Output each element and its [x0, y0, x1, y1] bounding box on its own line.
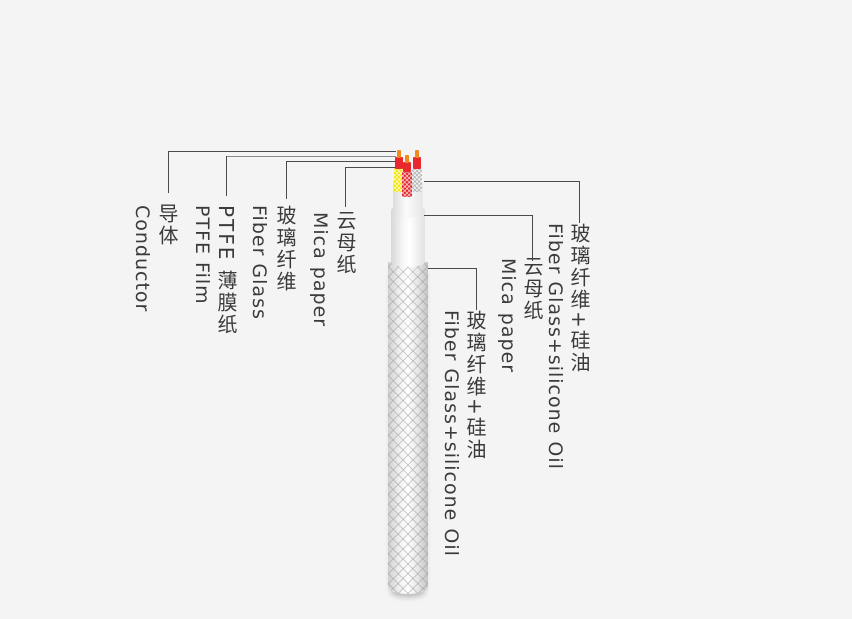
core-ptfe-film [395, 157, 403, 169]
label-inner-fiberglass-en: Fiber Glass+silicone Oil [544, 223, 566, 470]
leader-line-outer-fiberglass-drop [476, 268, 477, 310]
label-inner-fiberglass-cn: 玻璃纤维+硅油 [567, 223, 591, 374]
leader-line-fiberglass-drop [286, 161, 287, 199]
leader-line-conductor-drop [168, 151, 169, 193]
core-conductor [405, 155, 409, 163]
core-yellow [394, 150, 404, 192]
label-fiberglass-en: Fiber Glass [248, 205, 270, 320]
core-red [402, 155, 412, 197]
leader-line-conductor [168, 151, 396, 152]
leader-line-ptfe-drop [226, 156, 227, 196]
leader-line-outer-fiberglass [428, 268, 476, 269]
label-mica-right-cn: 云母纸 [520, 256, 544, 322]
leader-line-mica-right-drop [532, 215, 533, 261]
leader-line-fiberglass [286, 161, 396, 162]
core-braid [402, 171, 412, 197]
label-conductor-cn: 导体 [155, 203, 179, 247]
label-outer-fiberglass-en: Fiber Glass+silicone Oil [440, 310, 462, 557]
core-braid [394, 168, 404, 192]
outer-fiberglass-silicone-sheath [388, 262, 428, 594]
leader-line-inner-fiberglass-drop [579, 181, 580, 223]
core-conductor [415, 150, 419, 158]
label-mica-right-en: Mica paper [497, 258, 519, 374]
leader-line-inner-fiberglass [424, 181, 579, 182]
label-outer-fiberglass-cn: 玻璃纤维+硅油 [463, 310, 487, 461]
label-fiberglass-cn: 玻璃纤维 [273, 205, 297, 293]
label-mica-cn: 云母纸 [333, 210, 357, 276]
leader-line-mica-drop [345, 167, 346, 207]
label-ptfe-cn: PTFE 薄膜纸 [214, 205, 238, 336]
leader-line-mica [345, 167, 396, 168]
core-ptfe-film [413, 157, 421, 169]
core-braid [412, 168, 422, 192]
leader-line-mica-right [424, 215, 532, 216]
core-ptfe-film [403, 162, 411, 172]
leader-line-ptfe [226, 156, 396, 157]
label-conductor-en: Conductor [131, 205, 153, 313]
label-ptfe-en: PTFE Film [191, 205, 213, 305]
label-mica-en: Mica paper [309, 212, 331, 328]
core-conductor [397, 150, 401, 158]
core-white [412, 150, 422, 192]
